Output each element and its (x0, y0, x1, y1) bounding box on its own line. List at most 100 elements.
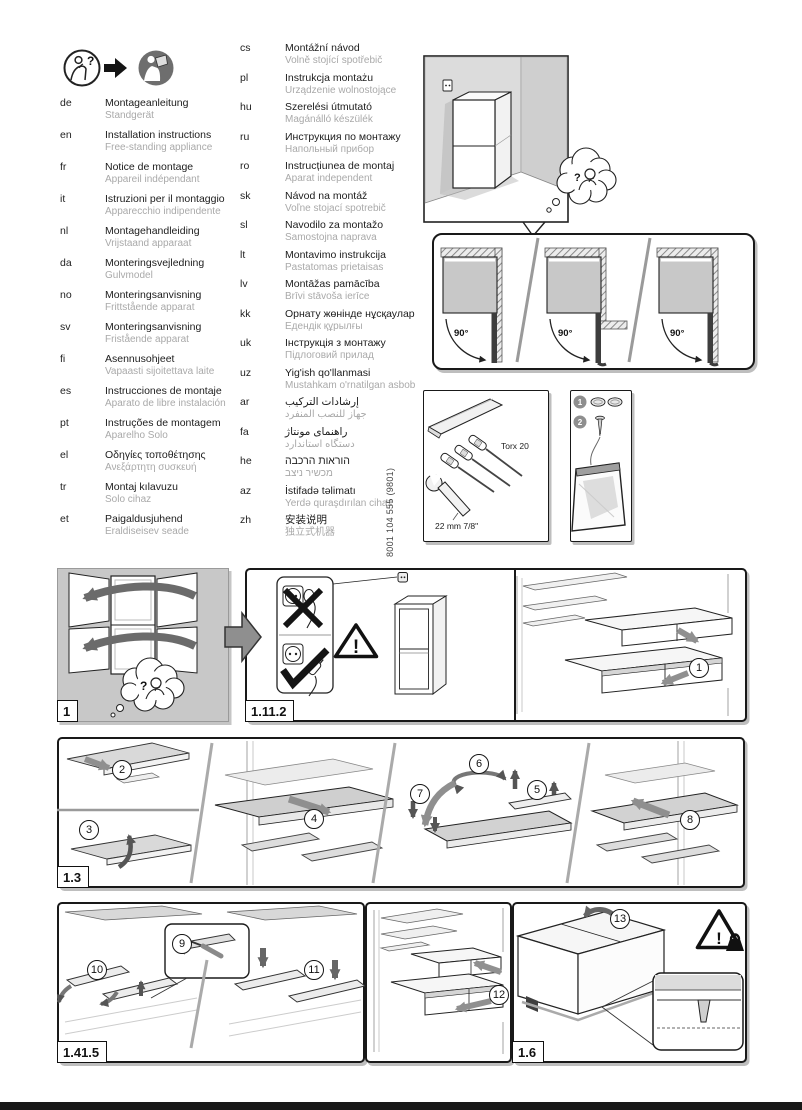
step-8-badge: 8 (680, 810, 700, 830)
door-swing-diagram-box: 90° 90° 90° (432, 233, 755, 370)
panel-rail-refit: 9 10 11 1.41.5 (57, 902, 365, 1063)
torx-label: Torx 20 (501, 441, 529, 451)
next-step-arrow (224, 610, 262, 664)
person-question-icon: ? (63, 49, 101, 87)
upper-drawer (410, 947, 502, 979)
torx-screwdriver-icon (468, 435, 523, 478)
language-subtitle: Free-standing appliance (105, 142, 213, 153)
language-entry: ru Инструкция по монтажу Напольный прибо… (240, 130, 401, 157)
required-tools-box: Torx 20 22 mm 7/8" (423, 390, 549, 542)
shelf (380, 908, 464, 924)
language-title: Montavimo instrukcija (285, 248, 386, 261)
panel-door-reversal-overview: ? 1 (57, 568, 229, 722)
language-title: Monteringsanvisning (105, 321, 202, 333)
step-1-badge: 1 (689, 658, 709, 678)
language-subtitle: Gulvmodel (105, 270, 153, 281)
thought-bubble-question: ? (546, 147, 617, 213)
shelf (64, 905, 203, 921)
language-title: İstifadə təlimatı (285, 484, 356, 497)
language-subtitle: Apparecchio indipendente (105, 206, 221, 217)
page-edge-bar (0, 1102, 802, 1110)
person-reading-icon (138, 50, 174, 86)
language-entry: uk Інструкція з монтажу Підлоговий прила… (240, 337, 400, 363)
step-13-badge: 13 (610, 909, 630, 929)
wrench-icon (425, 473, 472, 521)
language-subtitle: Aparat independent (285, 173, 373, 184)
leader-line (332, 576, 398, 585)
language-entry: az İstifadə təlimatı Yerdə quraşdırılan … (240, 485, 400, 511)
warning-triangle-weight-icon: ! (695, 909, 744, 951)
plug-wrong-icon (282, 585, 324, 629)
language-subtitle: Solo cihaz (105, 494, 152, 505)
language-title: Navodilo za montažo (285, 219, 384, 231)
step-5-badge: 5 (527, 780, 547, 800)
leader-line (590, 437, 601, 466)
language-code: ro (240, 160, 250, 172)
rail-rotate-lift (408, 769, 573, 849)
language-code: sl (240, 219, 248, 231)
rail-place-right (228, 948, 365, 1037)
step-12-badge: 12 (489, 985, 509, 1005)
language-entry: fi Asennusohjeet Vapaasti sijoitettava l… (60, 353, 245, 379)
language-entry: zh 安装说明 独立式机器 (240, 514, 400, 540)
rail-remove-left (57, 965, 198, 1035)
language-entry: fa راهنمای مونتاژ دستگاه استاندارد (240, 426, 400, 452)
swap-arrow (82, 632, 197, 652)
language-code: el (60, 449, 69, 461)
svg-text:1: 1 (578, 398, 583, 407)
language-code: da (60, 257, 72, 269)
language-code: kk (240, 307, 251, 320)
lower-drawer (390, 973, 504, 1016)
language-subtitle: Fristående apparat (105, 334, 189, 345)
language-title: Asennusohjeet (105, 353, 175, 365)
step-10-badge: 10 (87, 960, 107, 980)
language-title: راهنمای مونتاژ (285, 425, 348, 438)
shelf (380, 925, 458, 940)
language-entry: hu Szerelési útmutató Magánálló készülék (240, 101, 400, 127)
language-subtitle: Mustahkam o'rnatilgan asbob (285, 379, 416, 391)
language-title: Montagehandleiding (105, 225, 200, 237)
door-swing-variant-3 (656, 247, 719, 367)
chest-illustration (515, 911, 667, 1022)
step-11-badge: 11 (304, 960, 324, 980)
step-2-badge: 2 (112, 760, 132, 780)
language-subtitle: Urządzenie wolnostojące (285, 84, 397, 96)
language-code: ru (240, 130, 250, 143)
language-title: Monteringsvejledning (105, 257, 205, 269)
language-entry: he הוראות הרכבה מכשיר ניצב (240, 455, 400, 481)
read-manual-pictogram: ? (63, 49, 174, 87)
language-title: 安装说明 (285, 514, 327, 526)
language-code: sk (240, 189, 251, 202)
svg-text:?: ? (87, 54, 94, 68)
language-entry: lt Montavimo instrukcija Pastatomas prie… (240, 249, 400, 275)
language-title: Инструкция по монтажу (285, 130, 401, 143)
divider (371, 742, 397, 884)
panel-drawer-reinsert: 12 (365, 902, 512, 1063)
language-entry: da Monteringsvejledning Gulvmodel (60, 257, 245, 283)
language-subtitle: Brīvi stāvoša ierīce (285, 291, 370, 302)
wall-socket-icon (442, 79, 453, 92)
language-subtitle: מכשיר ניצב (285, 468, 333, 479)
language-title: Instrucțiunea de montaj (285, 160, 395, 172)
language-entry: et Paigaldusjuhend Eraldiseisev seade (60, 513, 245, 539)
language-entry: lv Montāžas pamācība Brīvi stāvoša ierīc… (240, 278, 400, 304)
language-entry: de Montageanleitung Standgerät (60, 97, 245, 123)
svg-text:2: 2 (578, 418, 583, 427)
language-entry: el Οδηγίες τοποθέτησης Ανεξάρτητη συσκευ… (60, 449, 245, 475)
language-subtitle: Напольный прибор (285, 143, 375, 155)
step-4-badge: 4 (304, 809, 324, 829)
empty-cabinet-illustration (393, 595, 448, 696)
step-6-badge: 6 (469, 754, 489, 774)
language-code: pt (60, 417, 69, 429)
language-code: az (240, 484, 252, 497)
language-entry: es Instrucciones de montaje Aparato de l… (60, 385, 245, 411)
language-title: Instrucciones de montaje (105, 385, 222, 397)
language-code: he (240, 455, 252, 467)
language-title: Montāžas pamācība (285, 278, 380, 290)
language-subtitle: 独立式机器 (285, 527, 335, 538)
language-code: fa (240, 425, 249, 438)
fitting-parts-box: 1 2 (570, 390, 632, 542)
language-code: it (60, 193, 66, 205)
language-title: Installation instructions (105, 129, 212, 141)
